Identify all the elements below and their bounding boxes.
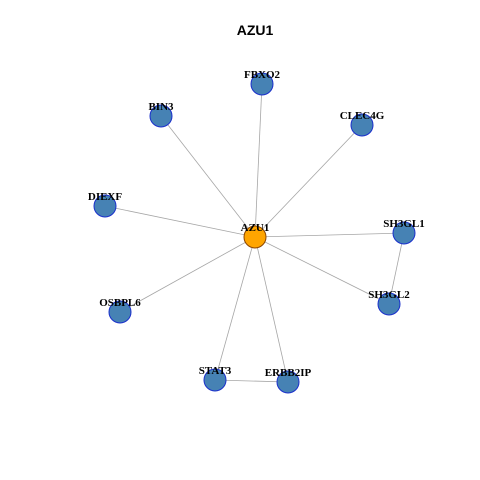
node-label-fbxo2: FBXO2 <box>244 69 281 81</box>
node-circle-diexf <box>93 194 117 218</box>
node-diexf: DIEXF <box>88 191 123 218</box>
node-erbb2ip: ERBB2IP <box>265 367 312 394</box>
edge-azu1-stat3 <box>214 236 256 381</box>
node-label-stat3: STAT3 <box>199 365 232 377</box>
node-circle-osbpl6 <box>108 300 132 324</box>
edge-azu1-sh3gl1 <box>254 232 405 238</box>
edge-azu1-diexf <box>104 205 256 238</box>
node-osbpl6: OSBPL6 <box>99 297 141 324</box>
node-circle-fbxo2 <box>250 72 274 96</box>
node-stat3: STAT3 <box>199 365 232 392</box>
node-circle-sh3gl2 <box>377 292 401 316</box>
node-sh3gl1: SH3GL1 <box>383 218 425 245</box>
edge-azu1-clec4g <box>254 124 363 238</box>
node-circle-stat3 <box>203 368 227 392</box>
node-azu1: AZU1 <box>241 222 270 249</box>
node-label-erbb2ip: ERBB2IP <box>265 367 312 379</box>
node-label-osbpl6: OSBPL6 <box>99 297 141 309</box>
edge-azu1-bin3 <box>160 115 256 238</box>
node-label-clec4g: CLEC4G <box>340 110 385 122</box>
graph-title: AZU1 <box>237 22 274 38</box>
node-label-sh3gl1: SH3GL1 <box>383 218 425 230</box>
node-circle-erbb2ip <box>276 370 300 394</box>
edge-azu1-sh3gl2 <box>254 236 390 305</box>
node-sh3gl2: SH3GL2 <box>368 289 410 316</box>
node-circle-azu1 <box>243 225 267 249</box>
node-label-azu1: AZU1 <box>241 222 270 234</box>
edge-azu1-osbpl6 <box>119 236 256 313</box>
node-circle-sh3gl1 <box>392 221 416 245</box>
edge-azu1-fbxo2 <box>254 83 263 238</box>
node-circle-bin3 <box>149 104 173 128</box>
node-label-bin3: BIN3 <box>148 101 174 113</box>
node-label-diexf: DIEXF <box>88 191 123 203</box>
node-label-sh3gl2: SH3GL2 <box>368 289 410 301</box>
node-fbxo2: FBXO2 <box>244 69 281 96</box>
edge-azu1-erbb2ip <box>254 236 289 383</box>
edge-stat3-erbb2ip <box>214 379 289 383</box>
node-clec4g: CLEC4G <box>340 110 385 137</box>
node-bin3: BIN3 <box>148 101 174 128</box>
edge-layer <box>104 83 405 383</box>
node-circle-clec4g <box>350 113 374 137</box>
edge-sh3gl1-sh3gl2 <box>388 232 405 305</box>
